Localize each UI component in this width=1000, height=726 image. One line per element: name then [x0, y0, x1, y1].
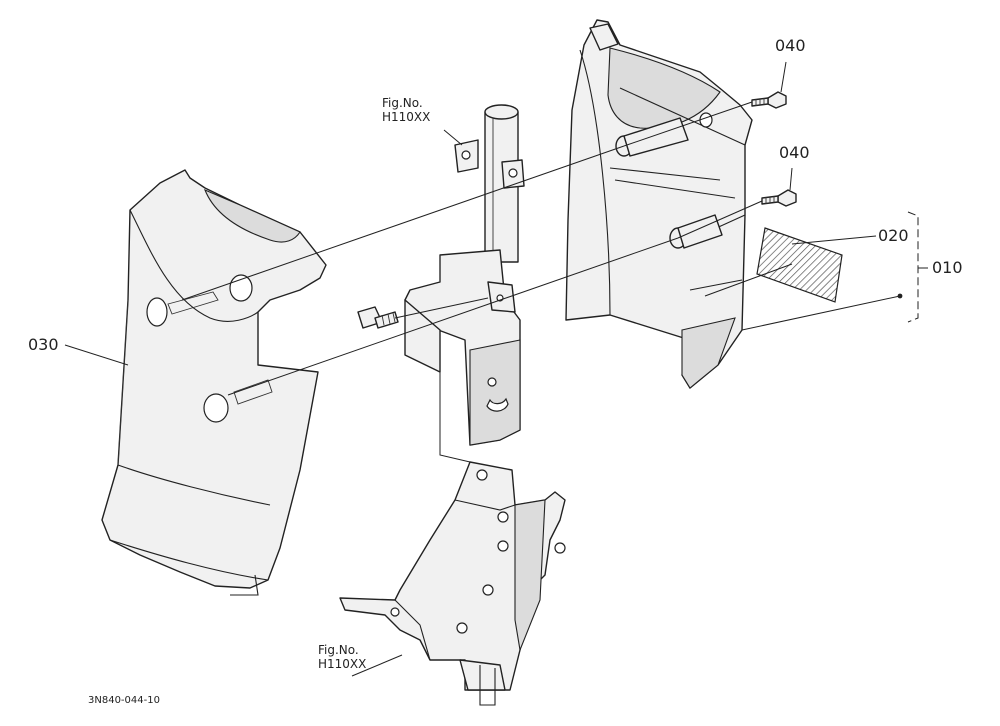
callout-030: 030: [28, 335, 59, 354]
steering-column-support: [404, 104, 525, 446]
figure-reference-lower-line1: Fig.No.: [318, 643, 359, 657]
callout-040-upper: 040: [775, 36, 806, 55]
screw-040-lower: [761, 189, 797, 207]
rear-column-cover-010: [565, 19, 753, 389]
figure-reference-upper-line1: Fig.No.: [382, 96, 423, 110]
callout-040-lower: 040: [779, 143, 810, 162]
bolt-left: [357, 306, 399, 329]
assembly-lines: [181, 101, 763, 463]
callout-010: 010: [932, 258, 963, 277]
leader-lines: [64, 61, 928, 677]
figure-reference-lower-line2: H110XX: [318, 656, 367, 671]
figure-reference-lower: Fig.No. H110XX: [318, 643, 367, 672]
figure-reference-upper-line2: H110XX: [382, 109, 431, 124]
figure-reference-upper: Fig.No. H110XX: [382, 96, 431, 125]
drawing-number: 3N840-044-10: [88, 695, 160, 706]
screw-040-upper: [751, 91, 787, 109]
lower-frame-bracket: [339, 461, 566, 706]
callout-020: 020: [878, 226, 909, 245]
label-020: [756, 227, 843, 303]
front-column-cover-030: [101, 169, 327, 596]
